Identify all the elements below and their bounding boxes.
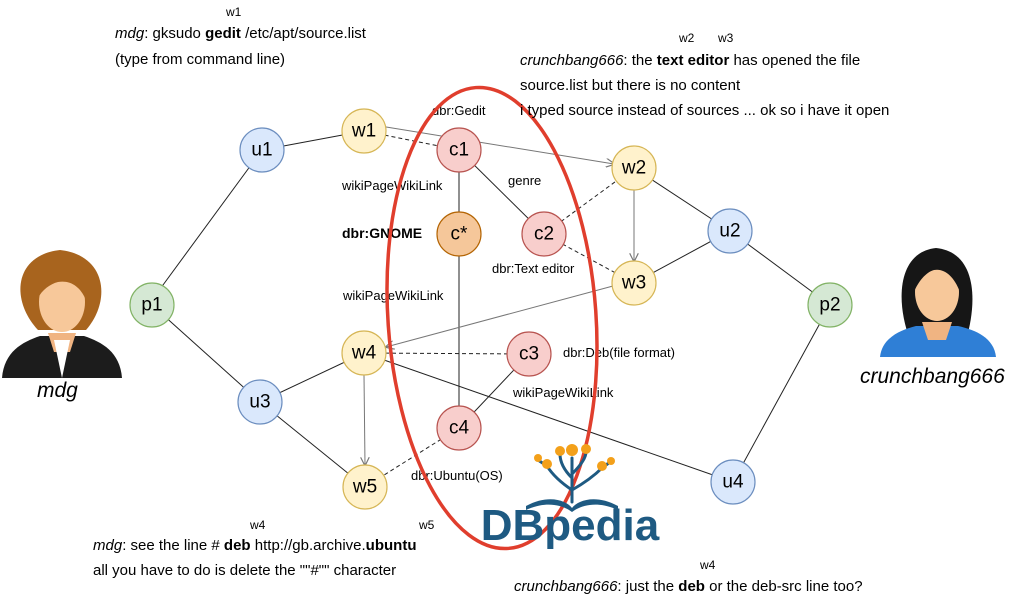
node-p1[interactable]: p1 bbox=[129, 282, 175, 328]
svg-text:u1: u1 bbox=[251, 140, 272, 161]
label-wikilink-1: wikiPageWikiLink bbox=[341, 178, 443, 193]
message3-line2: all you have to do is delete the ""#"" c… bbox=[93, 562, 397, 579]
svg-text:c4: c4 bbox=[449, 418, 470, 439]
node-p2[interactable]: p2 bbox=[807, 282, 853, 328]
nodes: u1 u2 u3 u4 w1 w2 w3 w4 bbox=[129, 108, 853, 510]
message1-text-b: /etc/apt/source.list bbox=[240, 25, 366, 42]
solid-edges bbox=[151, 130, 831, 488]
message3-word-marker-b: w5 bbox=[419, 518, 435, 532]
edge-p2-u4 bbox=[732, 304, 831, 483]
message2-word-marker-a: w2 bbox=[679, 31, 695, 45]
message3-keyword-deb: deb bbox=[223, 537, 251, 554]
message4-line1: crunchbang666: just the deb or the deb-s… bbox=[514, 578, 863, 596]
node-c3[interactable]: c3 bbox=[506, 331, 552, 377]
label-gnome: dbr:GNOME bbox=[342, 225, 422, 241]
label-genre: genre bbox=[508, 173, 541, 188]
svg-text:u4: u4 bbox=[722, 472, 744, 493]
message4-text-b: or the deb-src line too? bbox=[704, 578, 863, 595]
node-w2[interactable]: w2 bbox=[611, 145, 657, 191]
message3-line1: mdg: see the line # deb http://gb.archiv… bbox=[93, 537, 416, 555]
node-cstar[interactable]: c* bbox=[436, 211, 482, 257]
dashed-c3-w4 bbox=[363, 352, 530, 355]
message2-line2: source.list but there is no content bbox=[520, 77, 741, 94]
edge-p1-u1 bbox=[151, 149, 263, 301]
message4-text-a: : just the bbox=[617, 578, 679, 595]
svg-text:w3: w3 bbox=[621, 273, 646, 294]
svg-text:p2: p2 bbox=[819, 295, 840, 316]
message4-keyword: deb bbox=[678, 578, 705, 595]
node-u3[interactable]: u3 bbox=[237, 379, 283, 425]
svg-text:c3: c3 bbox=[519, 344, 539, 365]
label-wikilink-3: wikiPageWikiLink bbox=[512, 385, 614, 400]
edge-p1-u3 bbox=[151, 304, 261, 403]
node-w5[interactable]: w5 bbox=[342, 464, 388, 510]
label-ubuntu: dbr:Ubuntu(OS) bbox=[411, 468, 503, 483]
node-w4[interactable]: w4 bbox=[341, 330, 387, 376]
node-w3[interactable]: w3 bbox=[611, 260, 657, 306]
message2-line3: i typed source instead of sources ... ok… bbox=[520, 102, 890, 119]
avatar-crunchbang666 bbox=[880, 248, 996, 357]
message1-text-a: : gksudo bbox=[144, 25, 206, 42]
message3-word-marker-a: w4 bbox=[250, 518, 266, 532]
svg-text:c*: c* bbox=[451, 224, 469, 245]
arrow-w4-w5 bbox=[364, 374, 365, 465]
node-c1[interactable]: c1 bbox=[436, 127, 482, 173]
person-name-crunchbang666: crunchbang666 bbox=[860, 365, 1005, 388]
edge-labels: dbr:Gedit wikiPageWikiLink genre dbr:GNO… bbox=[341, 103, 675, 483]
avatar-mdg bbox=[2, 250, 122, 378]
svg-text:w1: w1 bbox=[351, 121, 376, 142]
svg-text:w2: w2 bbox=[621, 158, 646, 179]
message1-user: mdg bbox=[115, 25, 145, 42]
message1-line2: (type from command line) bbox=[115, 51, 286, 68]
svg-text:w4: w4 bbox=[351, 343, 377, 364]
message2-user: crunchbang666 bbox=[520, 52, 624, 69]
message2-line1: crunchbang666: the text editor has opene… bbox=[520, 52, 860, 70]
node-u1[interactable]: u1 bbox=[239, 127, 285, 173]
message2-word-marker-b: w3 bbox=[718, 31, 734, 45]
message3-keyword-ubuntu: ubuntu bbox=[365, 537, 417, 554]
message1-word-marker: w1 bbox=[226, 5, 242, 19]
message4-user: crunchbang666 bbox=[514, 578, 618, 595]
label-gedit: dbr:Gedit bbox=[432, 103, 486, 118]
label-wikilink-2: wikiPageWikiLink bbox=[342, 288, 444, 303]
node-u4[interactable]: u4 bbox=[710, 459, 756, 505]
dbpedia-wordmark: DBpedia bbox=[481, 501, 660, 550]
label-deb: dbr:Deb(file format) bbox=[563, 345, 675, 360]
dbpedia-logo: DBpedia bbox=[481, 444, 660, 550]
message1-keyword: gedit bbox=[205, 25, 241, 42]
node-w1[interactable]: w1 bbox=[341, 108, 387, 154]
message3-text-b: http://gb.archive. bbox=[250, 537, 366, 554]
svg-text:c2: c2 bbox=[534, 224, 554, 245]
message2-text-b: has opened the file bbox=[729, 52, 861, 69]
svg-text:c1: c1 bbox=[449, 140, 469, 161]
node-u2[interactable]: u2 bbox=[707, 208, 753, 254]
person-name-mdg: mdg bbox=[37, 379, 78, 402]
message3-text-a: : see the line # bbox=[122, 537, 224, 554]
node-c4[interactable]: c4 bbox=[436, 405, 482, 451]
svg-text:u3: u3 bbox=[249, 392, 270, 413]
node-c2[interactable]: c2 bbox=[521, 211, 567, 257]
svg-text:p1: p1 bbox=[141, 295, 162, 316]
message3-user: mdg bbox=[93, 537, 123, 554]
concept-highlight-ellipse bbox=[385, 85, 599, 551]
message4-word-marker: w4 bbox=[700, 558, 716, 572]
message1-line1: mdg: gksudo gedit /etc/apt/source.list bbox=[115, 25, 366, 43]
label-text-editor: dbr:Text editor bbox=[492, 261, 575, 276]
svg-text:w5: w5 bbox=[352, 477, 377, 498]
arrow-w3-w4 bbox=[386, 285, 614, 347]
svg-text:u2: u2 bbox=[719, 221, 740, 242]
message2-text-a: : the bbox=[623, 52, 657, 69]
message2-keyword: text editor bbox=[656, 52, 730, 69]
edge-w4-u4 bbox=[363, 352, 734, 483]
